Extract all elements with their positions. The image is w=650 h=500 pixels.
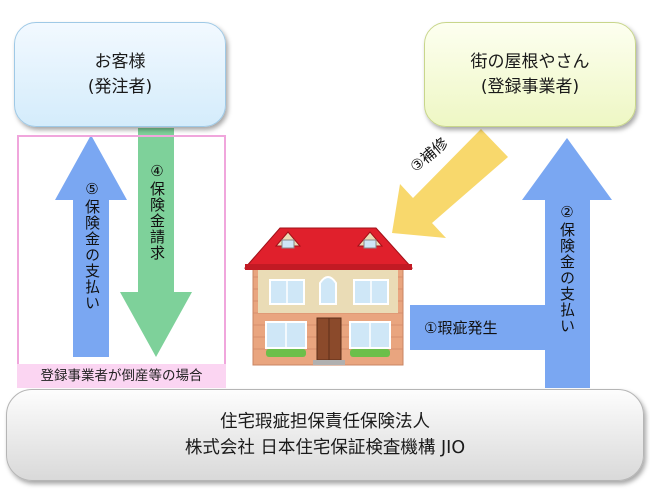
payment-to-client-label: ⑤保険金の支払い <box>83 180 101 311</box>
contractor-role: (登録事業者) <box>480 76 580 97</box>
client-name: お客様 <box>94 51 146 72</box>
insurance-corp-name: 株式会社 日本住宅保証検査機構 JIO <box>184 438 466 458</box>
claim-arrow <box>120 128 192 357</box>
insurance-corp-title: 住宅瑕疵担保責任保険法人 <box>220 411 430 432</box>
bankruptcy-label: 登録事業者が倒産等の場合 <box>17 364 226 388</box>
defect-label: ①瑕疵発生 <box>424 319 498 337</box>
contractor-box: 街の屋根やさん (登録事業者) <box>424 22 636 127</box>
payment-to-client-arrow <box>55 135 127 357</box>
house-icon <box>243 227 414 366</box>
payment-to-contractor-label: ②保険金の支払い <box>558 203 576 334</box>
insurance-corp-box: 住宅瑕疵担保責任保険法人 株式会社 日本住宅保証検査機構 JIO <box>6 389 644 481</box>
repair-arrow <box>392 129 508 238</box>
contractor-name: 街の屋根やさん <box>470 51 590 72</box>
payment-to-contractor-arrow <box>522 138 612 388</box>
client-box: お客様 (発注者) <box>14 22 226 127</box>
client-role: (発注者) <box>87 76 153 97</box>
claim-label: ④保険金請求 <box>148 162 166 261</box>
defect-connector <box>410 305 560 350</box>
bankruptcy-frame <box>17 135 226 388</box>
